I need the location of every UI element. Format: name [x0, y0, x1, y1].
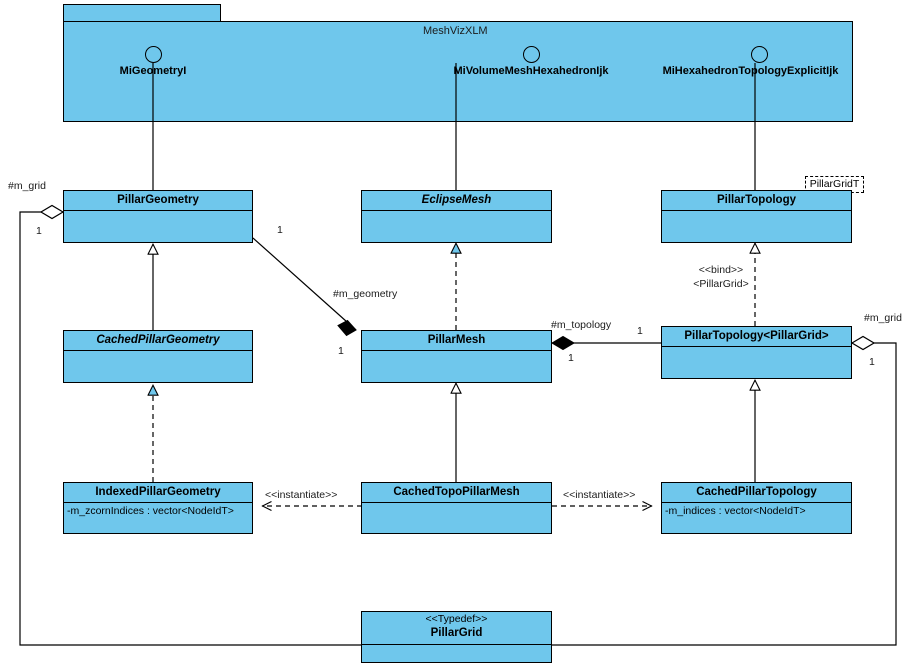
class-attributes	[64, 351, 252, 382]
interface-ball-icon	[144, 46, 162, 63]
class-attributes	[362, 351, 551, 382]
interface-label: MiHexahedronTopologyExplicitIjk	[662, 65, 839, 77]
edge-multiplicity-m-grid-left: 1	[36, 225, 42, 237]
class-title: PillarTopology	[662, 191, 851, 212]
class-title: PillarMesh	[362, 331, 551, 352]
class-cached-pillar-topology[interactable]: CachedPillarTopology -m_indices : vector…	[661, 482, 852, 534]
class-attributes	[662, 211, 851, 242]
class-title: PillarTopology<PillarGrid>	[662, 327, 851, 348]
class-attributes	[362, 211, 551, 242]
class-cached-topo-pillar-mesh[interactable]: CachedTopoPillarMesh	[361, 482, 552, 534]
class-cached-pillar-geometry[interactable]: CachedPillarGeometry	[63, 330, 253, 383]
package-tab	[63, 4, 221, 22]
class-attributes: -m_zcornIndices : vector<NodeIdT>	[64, 503, 252, 533]
interface-mi-hexahedron-topology-explicit-ijk[interactable]: MiHexahedronTopologyExplicitIjk	[590, 46, 916, 77]
class-title: IndexedPillarGeometry	[64, 483, 252, 504]
class-title: CachedTopoPillarMesh	[362, 483, 551, 504]
package-body-meshvizxlm	[63, 21, 853, 122]
class-stereotype: <<Typedef>>	[425, 613, 488, 625]
class-attribute: -m_indices : vector<NodeIdT>	[665, 505, 806, 518]
class-pillar-topology-pillargrid[interactable]: PillarTopology<PillarGrid>	[661, 326, 852, 379]
class-attributes	[362, 645, 551, 663]
class-eclipse-mesh[interactable]: EclipseMesh	[361, 190, 552, 243]
edge-label-m-geometry: #m_geometry	[333, 288, 398, 300]
edge-label-instantiate-right: <<instantiate>>	[563, 489, 636, 501]
interface-ball-icon	[522, 46, 540, 63]
edge-label-m-grid-right: #m_grid	[864, 312, 902, 324]
class-pillar-topology[interactable]: PillarTopology	[661, 190, 852, 243]
class-attributes	[662, 347, 851, 378]
class-title-block: <<Typedef>> PillarGrid	[362, 612, 551, 645]
package-title: MeshVizXLM	[423, 25, 488, 37]
class-attributes	[64, 211, 252, 242]
class-attributes	[362, 503, 551, 533]
edge-multiplicity-geometry-source: 1	[277, 224, 283, 236]
edge-label-bind-argument: <PillarGrid>	[693, 278, 749, 290]
class-title: PillarGeometry	[64, 191, 252, 212]
edge-multiplicity-topology-source: 1	[568, 352, 574, 364]
interface-label: MiVolumeMeshHexahedronIjk	[453, 65, 609, 77]
interface-ball-icon	[751, 46, 768, 63]
class-attributes: -m_indices : vector<NodeIdT>	[662, 503, 851, 533]
class-pillar-grid-typedef[interactable]: <<Typedef>> PillarGrid	[361, 611, 552, 663]
edge-label-m-grid-left: #m_grid	[8, 180, 46, 192]
class-pillar-geometry[interactable]: PillarGeometry	[63, 190, 253, 243]
edge-label-bind-stereotype: <<bind>>	[698, 264, 744, 276]
class-title: CachedPillarGeometry	[64, 331, 252, 352]
class-title: EclipseMesh	[362, 191, 551, 212]
edge-multiplicity-geometry-target: 1	[338, 345, 344, 357]
edge-multiplicity-topology-target: 1	[637, 325, 643, 337]
edge-label-m-topology: #m_topology	[551, 319, 612, 331]
edge-multiplicity-m-grid-right: 1	[869, 356, 875, 368]
class-title: CachedPillarTopology	[662, 483, 851, 504]
edge-label-instantiate-left: <<instantiate>>	[265, 489, 338, 501]
class-attribute: -m_zcornIndices : vector<NodeIdT>	[67, 505, 234, 518]
class-indexed-pillar-geometry[interactable]: IndexedPillarGeometry -m_zcornIndices : …	[63, 482, 253, 534]
interface-label: MiGeometryI	[119, 65, 187, 77]
interface-mi-geometry-i[interactable]: MiGeometryI	[92, 46, 214, 77]
class-pillar-mesh[interactable]: PillarMesh	[361, 330, 552, 383]
class-title: PillarGrid	[430, 627, 483, 640]
interface-mi-volume-mesh-hexahedron-ijk[interactable]: MiVolumeMeshHexahedronIjk	[370, 46, 692, 77]
